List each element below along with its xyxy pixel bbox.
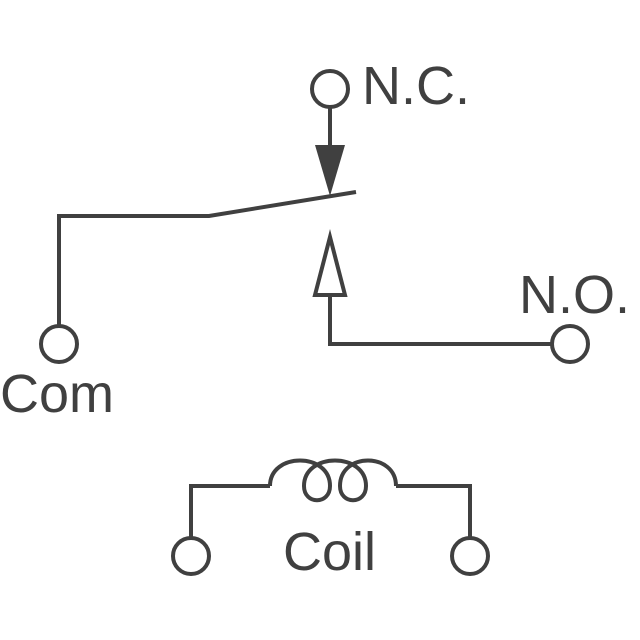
nc-label: N.C. bbox=[362, 56, 470, 116]
coil-right-terminal bbox=[450, 536, 490, 576]
coil-winding bbox=[268, 458, 398, 503]
no-contact-arrow bbox=[312, 229, 348, 297]
coil-left-terminal bbox=[171, 536, 211, 576]
nc-contact-arrow bbox=[315, 145, 345, 196]
com-switch-arm bbox=[57, 190, 357, 326]
nc-terminal bbox=[310, 69, 350, 109]
com-label: Com bbox=[0, 364, 114, 424]
com-terminal bbox=[39, 324, 79, 364]
no-lead-wire bbox=[328, 295, 552, 346]
coil-label: Coil bbox=[283, 522, 376, 582]
no-terminal bbox=[550, 324, 590, 364]
coil-right-wire bbox=[396, 484, 472, 538]
coil-left-wire bbox=[189, 484, 270, 538]
no-label: N.O. bbox=[519, 265, 630, 325]
